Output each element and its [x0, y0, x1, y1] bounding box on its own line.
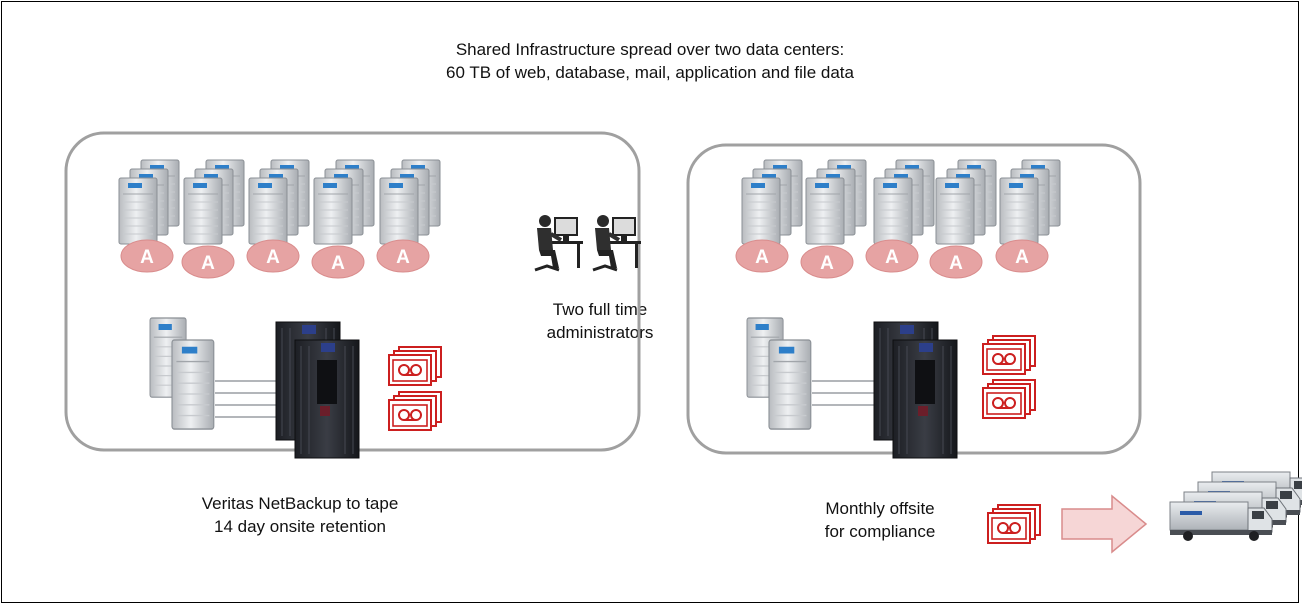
truck-icon: [1169, 501, 1273, 542]
tape-cartridge-icon: [982, 379, 1036, 419]
app-badge-letter: A: [140, 247, 154, 268]
app-badges: A A A A A: [120, 239, 430, 279]
title-line-1: Shared Infrastructure spread over two da…: [455, 40, 845, 59]
left-caption-line-2: 14 day onsite retention: [213, 517, 386, 536]
left-caption-line-1: Veritas NetBackup to tape: [201, 494, 399, 513]
server-stack-icon: [742, 160, 802, 244]
backup-server-icon: [768, 339, 812, 430]
offsite-tape-icon: [987, 504, 1041, 544]
right-backup-servers: [746, 317, 812, 430]
left-app-servers: A A A A A: [119, 160, 440, 279]
left-backup-servers: [149, 317, 215, 430]
offsite-arrow-icon: [1061, 494, 1148, 554]
app-badge-letter: A: [396, 247, 410, 268]
server-stack-icon: [936, 160, 996, 244]
app-badge-letter: A: [1015, 247, 1029, 268]
right-caption: Monthly offsite for compliance: [790, 497, 970, 543]
right-caption-line-2: for compliance: [824, 522, 936, 541]
tape-library-icon: [892, 339, 958, 459]
server-stack-icon: [1000, 160, 1060, 244]
server-stack-icon: [874, 160, 934, 244]
app-badge-letter: A: [331, 253, 345, 274]
server-stack-icon: [314, 160, 374, 244]
left-tape-library: [275, 321, 360, 459]
server-stack-icon: [249, 160, 309, 244]
admins-caption: Two full time administrators: [530, 298, 670, 344]
admins-caption-line-1: Two full time: [552, 300, 648, 319]
title-line-2: 60 TB of web, database, mail, applicatio…: [446, 63, 854, 82]
tape-cartridge-icon: [388, 346, 442, 386]
server-stack-icon: [184, 160, 244, 244]
diagram-title: Shared Infrastructure spread over two da…: [300, 38, 1000, 84]
right-caption-line-1: Monthly offsite: [825, 499, 935, 518]
right-app-servers: A A A A A: [735, 160, 1060, 279]
app-badges: A A A A A: [735, 239, 1049, 279]
tape-cartridge-icon: [388, 391, 442, 431]
admin-person-icon: [533, 213, 585, 272]
app-badge-letter: A: [266, 247, 280, 268]
tape-library-icon: [294, 339, 360, 459]
left-caption: Veritas NetBackup to tape 14 day onsite …: [150, 492, 450, 538]
app-badge-letter: A: [949, 253, 963, 274]
administrators: [533, 213, 643, 272]
right-tape-library: [873, 321, 958, 459]
server-stack-icon: [119, 160, 179, 244]
admins-caption-line-2: administrators: [546, 323, 654, 342]
right-tapes: [982, 335, 1036, 419]
tape-cartridge-icon: [982, 335, 1036, 375]
app-badge-letter: A: [201, 253, 215, 274]
app-badge-letter: A: [820, 253, 834, 274]
app-badge-letter: A: [755, 247, 769, 268]
server-stack-icon: [380, 160, 440, 244]
app-badge-letter: A: [885, 247, 899, 268]
admin-person-icon: [591, 213, 643, 272]
delivery-trucks: [1169, 471, 1302, 542]
left-tapes: [388, 346, 442, 431]
server-stack-icon: [806, 160, 866, 244]
backup-server-icon: [171, 339, 215, 430]
